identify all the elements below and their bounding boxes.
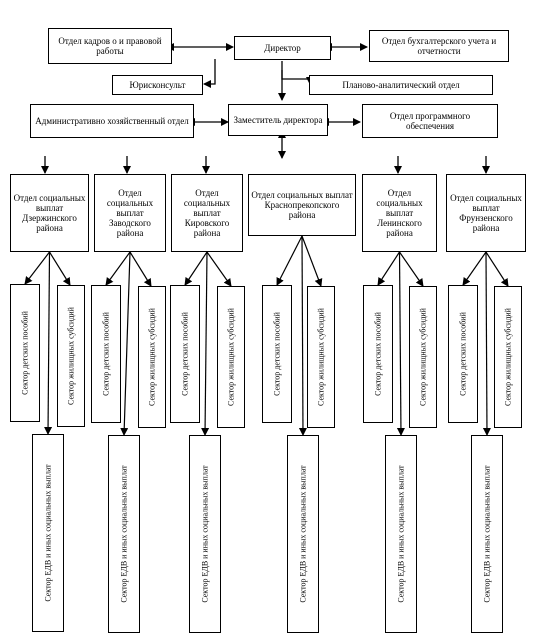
district-label-1: Отдел социальных выплат Дзержинского рай… (13, 193, 86, 233)
edv-sector-4: Сектор ЕДВ и иных социальных выплат (287, 435, 319, 633)
link-district-3-sector-2 (206, 251, 232, 287)
link-district-6-sector-2 (485, 251, 509, 287)
link-district-4-sector-3 (298, 235, 307, 436)
edv-sector-3: Сектор ЕДВ и иных социальных выплат (189, 435, 221, 633)
housing-sector-label: Сектор жилищных субсидий (418, 308, 428, 406)
director-box: Директор (234, 36, 331, 60)
children-sector-label: Сектор детских пособий (373, 312, 383, 396)
housing-sector-label: Сектор жилищных субсидий (147, 308, 157, 406)
edv-sector-label: Сектор ЕДВ и иных социальных выплат (298, 465, 308, 603)
link-district-6-sector-1 (462, 251, 487, 286)
hr-label: Отдел кадров о и правовой работы (58, 36, 162, 56)
link-district-2-sector-1 (105, 251, 131, 286)
children-sector-label: Сектор детских пособий (180, 312, 190, 396)
children-sector-2: Сектор детских пособий (91, 285, 121, 423)
deputy-label: Заместитель директора (233, 115, 323, 125)
housing-sector-2: Сектор жилищных субсидий (138, 286, 166, 428)
link-director-lawyer (203, 59, 216, 88)
deputy-box: Заместитель директора (228, 104, 328, 136)
children-sector-6: Сектор детских пособий (448, 285, 478, 423)
children-sector-5: Сектор детских пособий (363, 285, 393, 423)
district-box-5: Отдел социальных выплат Ленинского район… (362, 174, 437, 252)
housing-sector-3: Сектор жилищных субсидий (217, 286, 245, 428)
housing-sector-6: Сектор жилищных субсидий (494, 286, 522, 428)
housing-sector-label: Сектор жилищных субсидий (316, 308, 326, 406)
housing-sector-label: Сектор жилищных субсидий (66, 307, 76, 405)
children-sector-3: Сектор детских пособий (170, 285, 200, 423)
link-district-2-sector-3 (120, 251, 131, 436)
housing-sector-label: Сектор жилищных субсидий (226, 308, 236, 406)
edv-sector-6: Сектор ЕДВ и иных социальных выплат (471, 435, 503, 633)
planning-label: Планово-аналитический отдел (342, 80, 460, 90)
district-box-2: Отдел социальных выплат Заводского район… (94, 174, 166, 252)
district-box-1: Отдел социальных выплат Дзержинского рай… (10, 174, 89, 252)
district-label-6: Отдел социальных выплат Фрунзенского рай… (450, 193, 522, 233)
hr-box: Отдел кадров о и правовой работы (48, 28, 172, 64)
housing-sector-4: Сектор жилищных субсидий (307, 286, 335, 428)
software-label: Отдел программного обеспечения (389, 111, 471, 131)
district-box-6: Отдел социальных выплат Фрунзенского рай… (446, 174, 526, 252)
children-sector-label: Сектор детских пособий (458, 312, 468, 396)
edv-sector-5: Сектор ЕДВ и иных социальных выплат (385, 435, 417, 633)
director-label: Директор (264, 43, 301, 53)
accounting-label: Отдел бухгалтерского учета и отчетности (381, 36, 497, 56)
edv-sector-label: Сектор ЕДВ и иных социальных выплат (119, 465, 129, 603)
housing-sector-5: Сектор жилищных субсидий (409, 286, 437, 428)
housing-sector-label: Сектор жилищных субсидий (503, 308, 513, 406)
link-district-3-sector-3 (201, 251, 210, 436)
link-district-4-sector-1 (276, 235, 303, 286)
district-label-2: Отдел социальных выплат Заводского район… (106, 188, 154, 238)
link-district-5-sector-3 (396, 251, 405, 436)
edv-sector-2: Сектор ЕДВ и иных социальных выплат (108, 435, 140, 633)
children-sector-label: Сектор детских пособий (272, 312, 282, 396)
lawyer-box: Юрисконсульт (112, 75, 203, 95)
software-box: Отдел программного обеспечения (362, 104, 498, 138)
link-district-1-sector-3 (44, 251, 53, 435)
children-sector-4: Сектор детских пособий (262, 285, 292, 423)
admin-box: Административно хозяйственный отдел (30, 104, 194, 138)
link-district-6-sector-3 (482, 251, 491, 436)
edv-sector-1: Сектор ЕДВ и иных социальных выплат (32, 434, 64, 632)
housing-sector-1: Сектор жилищных субсидий (57, 285, 85, 427)
edv-sector-label: Сектор ЕДВ и иных социальных выплат (482, 465, 492, 603)
accounting-box: Отдел бухгалтерского учета и отчетности (369, 30, 509, 62)
planning-box: Планово-аналитический отдел (309, 75, 493, 95)
link-district-5-sector-1 (377, 251, 401, 286)
edv-sector-label: Сектор ЕДВ и иных социальных выплат (43, 464, 53, 602)
link-district-1-sector-1 (24, 251, 50, 285)
children-sector-1: Сектор детских пособий (10, 284, 40, 422)
edv-sector-label: Сектор ЕДВ и иных социальных выплат (200, 465, 210, 603)
district-box-3: Отдел социальных выплат Кировского район… (171, 174, 243, 252)
lawyer-label: Юрисконсульт (129, 80, 186, 90)
district-box-4: Отдел социальных выплат Краснопрекопског… (248, 174, 356, 236)
children-sector-label: Сектор детских пособий (101, 312, 111, 396)
link-district-1-sector-2 (48, 251, 71, 286)
link-district-3-sector-1 (184, 251, 208, 286)
link-district-2-sector-2 (129, 251, 152, 287)
district-label-3: Отдел социальных выплат Кировского район… (183, 188, 231, 238)
children-sector-label: Сектор детских пособий (20, 311, 30, 395)
edv-sector-label: Сектор ЕДВ и иных социальных выплат (396, 465, 406, 603)
link-district-4-sector-2 (301, 235, 323, 287)
admin-label: Административно хозяйственный отдел (35, 116, 189, 126)
district-label-4: Отдел социальных выплат Краснопрекопског… (251, 190, 353, 220)
district-label-5: Отдел социальных выплат Ленинского район… (376, 188, 423, 238)
link-director-planning (281, 61, 314, 85)
link-district-5-sector-2 (399, 251, 424, 287)
